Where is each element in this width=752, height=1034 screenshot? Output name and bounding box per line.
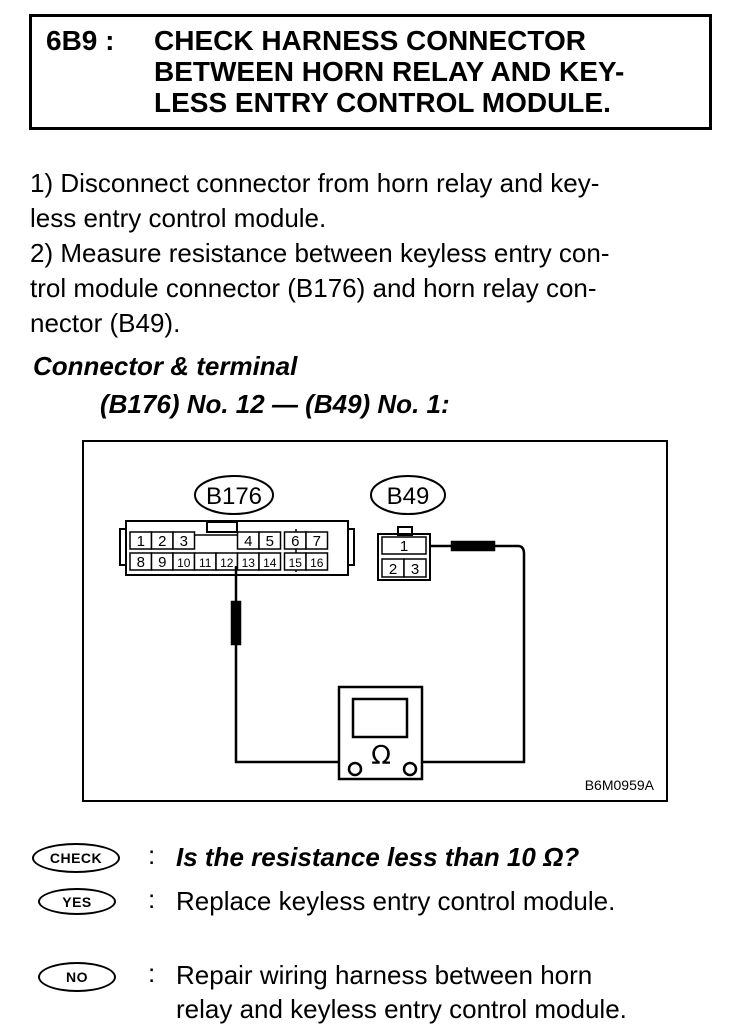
b176-terminal-13-label: 13 [242, 556, 256, 570]
b176-terminal-14-label: 14 [263, 556, 277, 570]
b49-terminal-1-label: 1 [400, 538, 408, 555]
b176-terminal-7: 7 [305, 531, 329, 550]
b176-terminal-15-label: 15 [289, 556, 303, 570]
b49-connector [377, 526, 431, 581]
check-colon: : [148, 840, 156, 870]
b176-terminal-6-label: 6 [291, 533, 299, 550]
b176-terminal-16: 16 [305, 552, 329, 571]
ohm-symbol: Ω [371, 741, 391, 771]
b176-terminal-10-label: 10 [177, 556, 191, 570]
b176-terminal-13: 13 [236, 552, 260, 571]
yes-badge: YES [38, 888, 116, 915]
b176-terminal-11: 11 [193, 552, 217, 571]
b176-terminal-5: 5 [258, 531, 282, 550]
b176-terminal-8-label: 8 [137, 554, 145, 571]
ohmmeter [337, 685, 424, 781]
b49-terminal-1: 1 [381, 536, 427, 555]
instructions: 1) Disconnect connector from horn relay … [30, 166, 715, 341]
b49-terminal-2-label: 2 [389, 561, 397, 578]
connector-terminal-spec: (B176) No. 12 — (B49) No. 1: [100, 389, 450, 419]
b176-terminal-3: 3 [172, 531, 196, 550]
no-badge: NO [38, 962, 116, 992]
no-response: NO : Repair wiring harness between horn … [32, 958, 722, 1028]
step-code: 6B9 : [46, 25, 115, 56]
b176-terminal-8: 8 [129, 552, 153, 571]
b176-label-ellipse [194, 475, 274, 515]
b176-terminal-14: 14 [258, 552, 282, 571]
instruction-step-2: 2) Measure resistance between keyless en… [30, 238, 610, 338]
b49-terminal-2: 2 [381, 558, 405, 578]
instruction-step-1: 1) Disconnect connector from horn relay … [30, 168, 600, 233]
b176-terminal-2: 2 [150, 531, 174, 550]
no-action: Repair wiring harness between horn relay… [176, 960, 627, 1024]
b176-terminal-12-label: 12 [220, 556, 234, 570]
b176-terminal-6: 6 [283, 531, 307, 550]
check-question: Is the resistance less than 10 Ω? [176, 842, 580, 872]
connector-terminal-label: Connector & terminal [33, 351, 298, 381]
check-response: CHECK : Is the resistance less than 10 Ω… [32, 840, 722, 876]
b176-terminal-3-label: 3 [180, 533, 188, 550]
test-leads [230, 540, 526, 764]
b176-terminal-10: 10 [172, 552, 196, 571]
check-badge: CHECK [32, 843, 120, 873]
step-header: 6B9 : CHECK HARNESS CONNECTOR BETWEEN HO… [29, 14, 712, 130]
b176-terminal-11-label: 11 [199, 556, 212, 570]
b176-label: B176 [206, 483, 262, 510]
b176-terminal-15: 15 [283, 552, 307, 571]
b176-terminal-9: 9 [150, 552, 174, 571]
yes-colon: : [148, 884, 156, 914]
no-colon: : [148, 958, 156, 988]
b176-terminal-9-label: 9 [158, 554, 166, 571]
b176-terminal-4-label: 4 [244, 533, 252, 550]
b49-label-ellipse [370, 475, 446, 515]
b49-label: B49 [387, 483, 430, 510]
b176-terminal-2-label: 2 [158, 533, 166, 550]
b176-terminal-1: 1 [129, 531, 153, 550]
b176-terminal-4: 4 [236, 531, 260, 550]
yes-action: Replace keyless entry control module. [176, 886, 616, 916]
b176-terminal-12: 12 [215, 552, 239, 571]
b176-terminal-16-label: 16 [310, 556, 324, 570]
b176-terminal-5-label: 5 [266, 533, 274, 550]
b49-terminal-3: 3 [403, 558, 427, 578]
step-title: CHECK HARNESS CONNECTOR BETWEEN HORN REL… [154, 25, 625, 118]
b176-terminal-7-label: 7 [313, 533, 321, 550]
b176-terminal-1-label: 1 [137, 533, 145, 550]
yes-response: YES : Replace keyless entry control modu… [32, 884, 722, 920]
figure-code: B6M0959A [585, 777, 655, 793]
b49-terminal-3-label: 3 [411, 561, 419, 578]
